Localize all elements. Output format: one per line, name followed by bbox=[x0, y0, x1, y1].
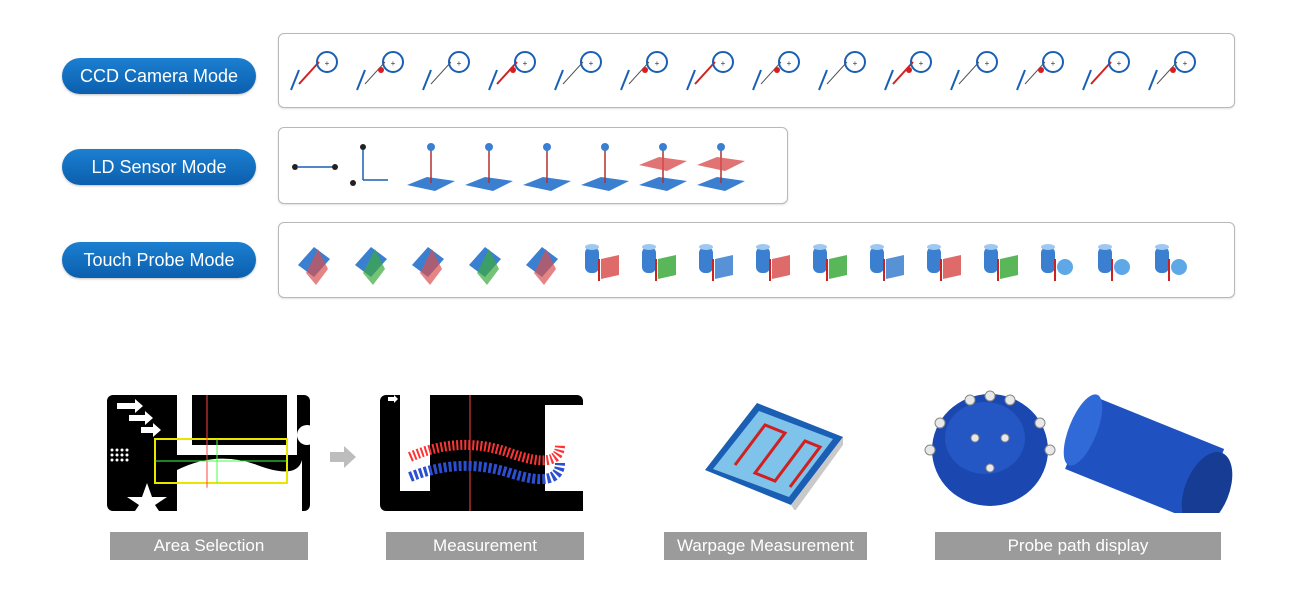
svg-text:+: + bbox=[655, 59, 660, 68]
point-plane-arrow-icon[interactable] bbox=[575, 135, 633, 195]
cylinder-line-icon[interactable] bbox=[689, 229, 746, 289]
sphere-plane-icon[interactable] bbox=[974, 229, 1031, 289]
ccd-camera-mode-button[interactable]: CCD Camera Mode bbox=[62, 58, 256, 94]
probe-path-image bbox=[915, 378, 1235, 528]
svg-text:+: + bbox=[1117, 59, 1122, 68]
probe-path-caption: Probe path display bbox=[935, 532, 1221, 560]
area-selection-image bbox=[107, 395, 317, 511]
ccd-icon-row: + + + + + + + + + + + + + + bbox=[285, 40, 1209, 100]
cylinder-plane-green-icon[interactable] bbox=[917, 229, 974, 289]
circle-point-line-icon[interactable]: + bbox=[747, 40, 813, 100]
point-plane-height-icon[interactable] bbox=[459, 135, 517, 195]
line-circle-offset-icon[interactable]: + bbox=[1077, 40, 1143, 100]
point-line-circle-icon[interactable]: + bbox=[681, 40, 747, 100]
cylinder-point-plane-icon[interactable] bbox=[860, 229, 917, 289]
line-corner-icon[interactable]: + bbox=[351, 40, 417, 100]
measurement-image bbox=[380, 395, 583, 511]
cylinder-sphere-plane-icon[interactable] bbox=[1145, 229, 1202, 289]
svg-text:+: + bbox=[1051, 59, 1056, 68]
circle-cross-line-icon[interactable]: + bbox=[813, 40, 879, 100]
plane-angle-icon[interactable] bbox=[347, 229, 404, 289]
warpage-image bbox=[695, 395, 845, 511]
arrow-right-icon bbox=[330, 446, 356, 468]
svg-text:+: + bbox=[1183, 59, 1188, 68]
plane-intersect-icon[interactable] bbox=[461, 229, 518, 289]
point-plane-icon[interactable] bbox=[401, 135, 459, 195]
cylinder-line-plane-icon[interactable] bbox=[746, 229, 803, 289]
cylinder-angle-icon[interactable] bbox=[632, 229, 689, 289]
measurement-caption: Measurement bbox=[386, 532, 584, 560]
plane-plane-icon[interactable] bbox=[633, 135, 691, 195]
line-circle-distance-icon[interactable]: + bbox=[879, 40, 945, 100]
plane-cross-icon[interactable] bbox=[518, 229, 575, 289]
svg-text:+: + bbox=[523, 59, 528, 68]
cylinder-plane-icon[interactable] bbox=[575, 229, 632, 289]
distance-x-icon[interactable] bbox=[285, 135, 343, 195]
circle-point-icon[interactable]: + bbox=[615, 40, 681, 100]
line-circle-angle-icon[interactable]: + bbox=[285, 40, 351, 100]
svg-text:+: + bbox=[721, 59, 726, 68]
circle-crossline-icon[interactable]: + bbox=[945, 40, 1011, 100]
svg-text:+: + bbox=[853, 59, 858, 68]
line-angle-circle-icon[interactable]: + bbox=[417, 40, 483, 100]
svg-text:+: + bbox=[391, 59, 396, 68]
area-selection-caption: Area Selection bbox=[110, 532, 308, 560]
plane-plane-icon[interactable] bbox=[404, 229, 461, 289]
circle-circle-icon[interactable]: + bbox=[1143, 40, 1209, 100]
point-plane-base-icon[interactable] bbox=[517, 135, 575, 195]
cylinder-sphere-icon[interactable] bbox=[1031, 229, 1088, 289]
svg-text:+: + bbox=[457, 59, 462, 68]
ccd-tools-panel bbox=[278, 33, 1235, 108]
warpage-caption: Warpage Measurement bbox=[664, 532, 867, 560]
touch-probe-mode-button[interactable]: Touch Probe Mode bbox=[62, 242, 256, 278]
plane-stack-icon[interactable] bbox=[691, 135, 749, 195]
axis-xyz-icon[interactable] bbox=[343, 135, 401, 195]
ld-sensor-mode-button[interactable]: LD Sensor Mode bbox=[62, 149, 256, 185]
probe-icon-row bbox=[290, 229, 1202, 289]
svg-text:+: + bbox=[985, 59, 990, 68]
cylinder-plane-red-icon[interactable] bbox=[803, 229, 860, 289]
svg-text:+: + bbox=[919, 59, 924, 68]
ld-icon-row bbox=[285, 135, 749, 195]
svg-text:+: + bbox=[787, 59, 792, 68]
line-circle-tangent-icon[interactable]: + bbox=[1011, 40, 1077, 100]
point-circle-icon[interactable]: + bbox=[483, 40, 549, 100]
line-point-circle-icon[interactable]: + bbox=[549, 40, 615, 100]
svg-text:+: + bbox=[325, 59, 330, 68]
plane-point-icon[interactable] bbox=[290, 229, 347, 289]
svg-text:+: + bbox=[589, 59, 594, 68]
cylinder-sphere-line-icon[interactable] bbox=[1088, 229, 1145, 289]
